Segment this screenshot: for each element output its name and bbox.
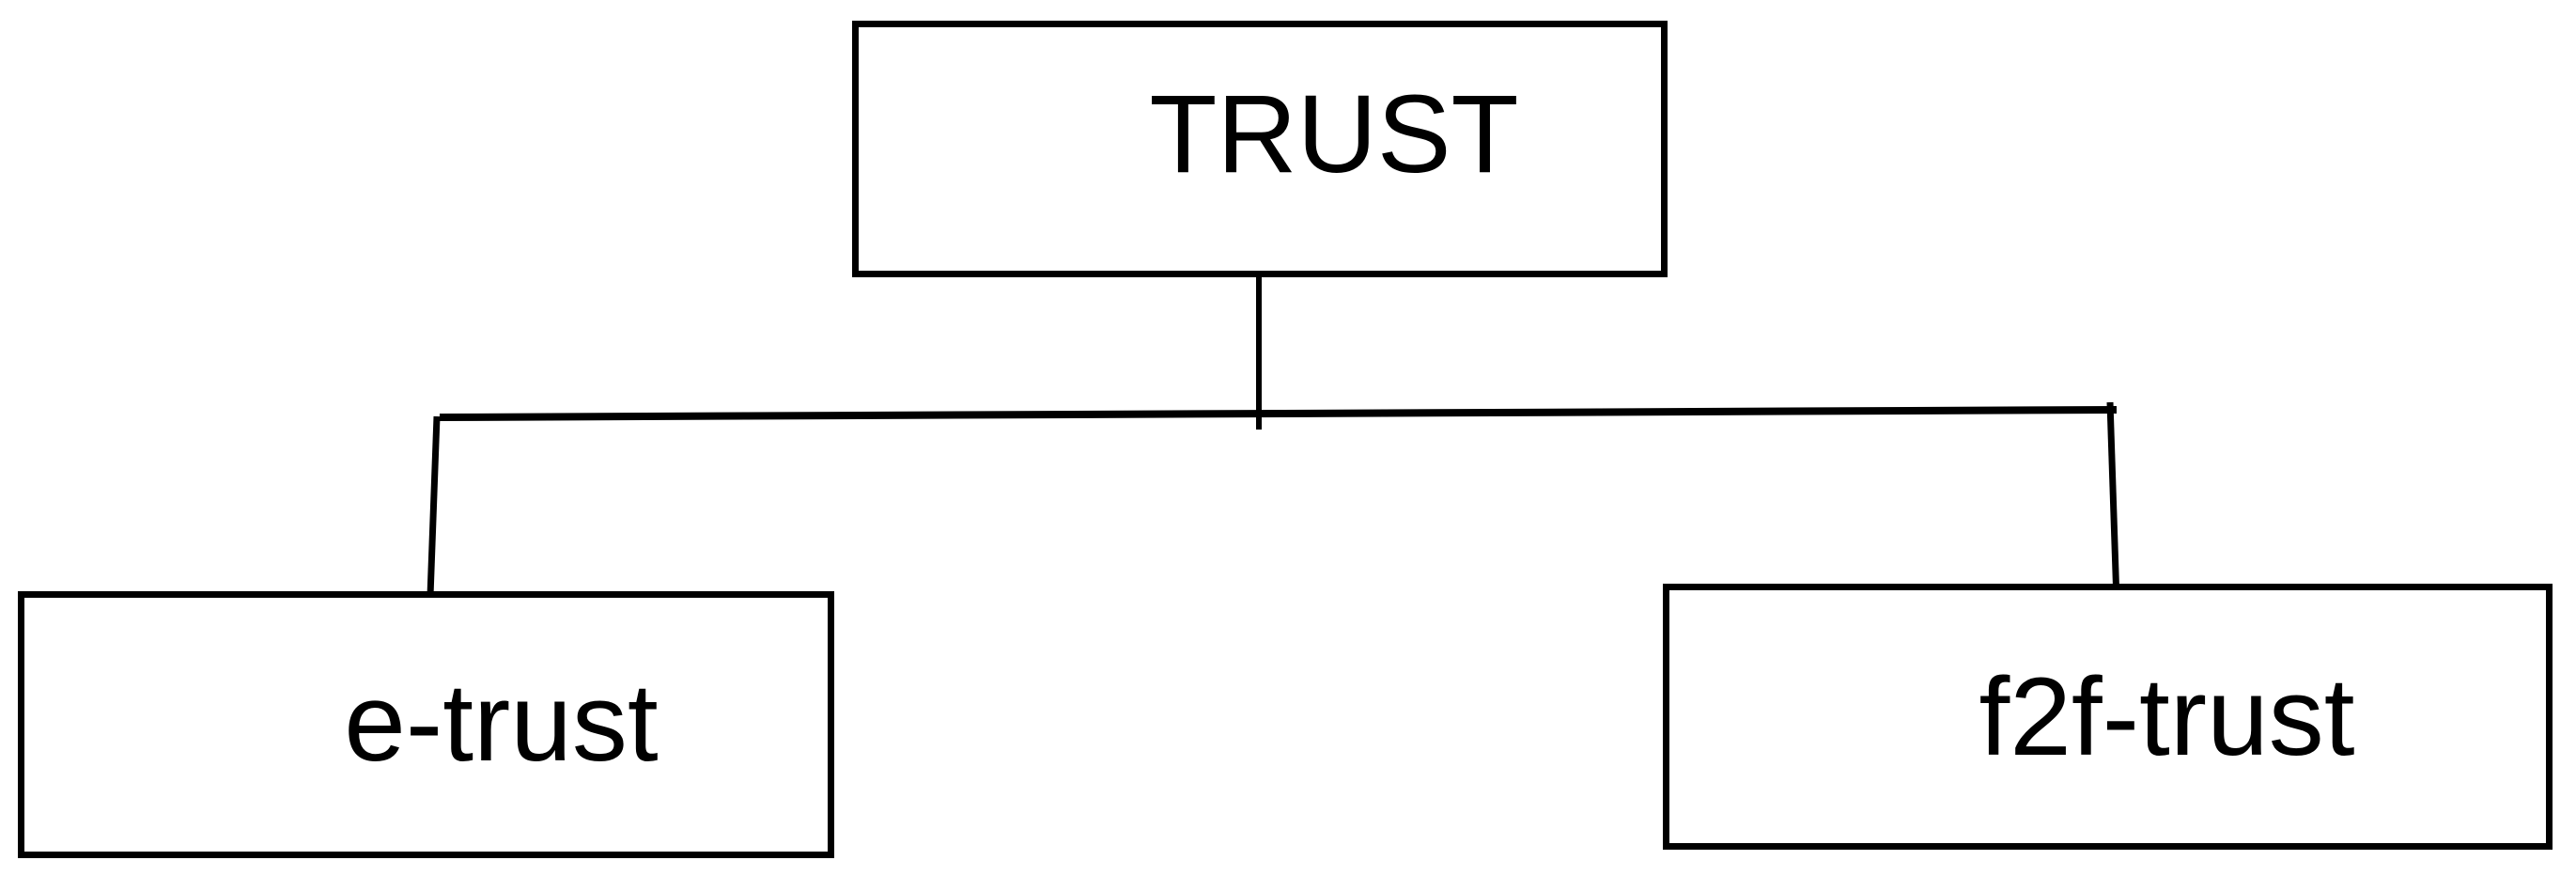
node-trust: TRUST <box>852 21 1668 277</box>
node-e-trust-label: e-trust <box>344 661 659 785</box>
connector-rail <box>439 406 2118 421</box>
node-trust-label: TRUST <box>1149 71 1519 196</box>
node-f2f-trust-label: f2f-trust <box>1979 654 2355 779</box>
connector-left-drop <box>427 415 441 597</box>
node-e-trust: e-trust <box>18 591 834 858</box>
connector-right-drop <box>2106 401 2120 602</box>
node-f2f-trust: f2f-trust <box>1663 584 2553 850</box>
